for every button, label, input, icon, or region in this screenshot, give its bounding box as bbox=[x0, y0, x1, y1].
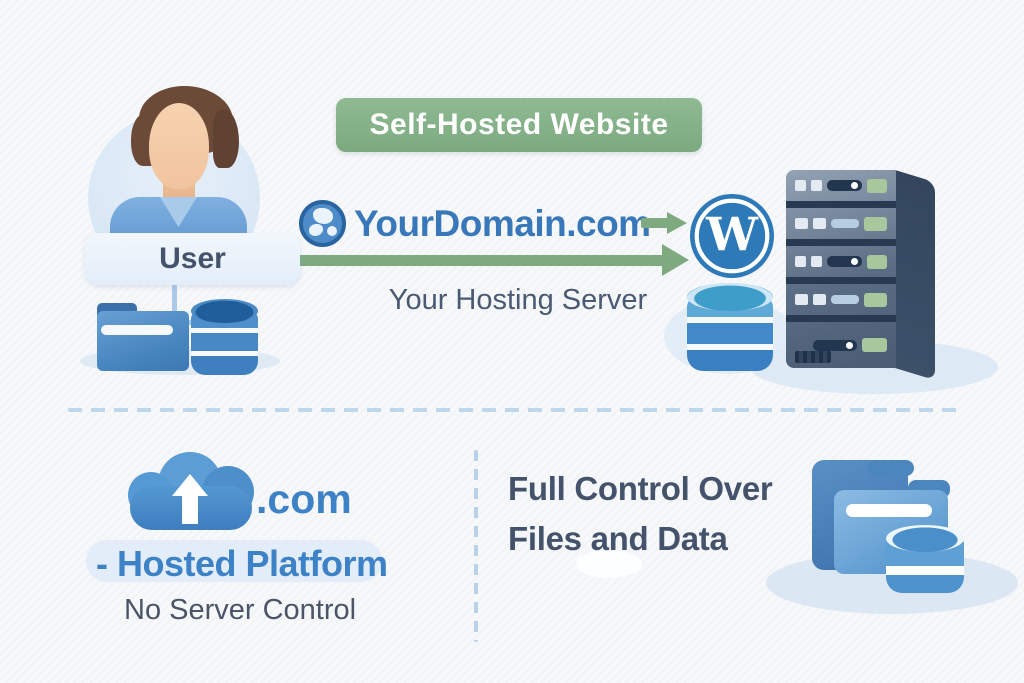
server-drive-bar bbox=[830, 295, 859, 304]
globe-icon bbox=[299, 200, 346, 247]
decorative-blob bbox=[576, 550, 642, 578]
globe-continent bbox=[313, 208, 333, 224]
dotcom-label: .com bbox=[256, 476, 352, 522]
user-label: User bbox=[85, 233, 300, 285]
server-port bbox=[795, 256, 807, 267]
connector-line-vertical bbox=[172, 284, 177, 329]
database-bucket-icon bbox=[886, 525, 964, 593]
server-port bbox=[811, 180, 823, 191]
user-avatar-face bbox=[149, 103, 209, 189]
server-led bbox=[867, 254, 887, 269]
server-led bbox=[867, 178, 887, 193]
server-side-panel bbox=[895, 170, 935, 381]
globe-continent bbox=[327, 226, 337, 236]
upload-arrow-stem bbox=[182, 494, 198, 524]
server-divider bbox=[786, 277, 896, 284]
server-led bbox=[863, 216, 887, 231]
server-rack-unit bbox=[786, 284, 896, 315]
server-port bbox=[812, 294, 826, 305]
server-port bbox=[795, 218, 808, 229]
server-led bbox=[863, 292, 887, 307]
server-rack-unit bbox=[786, 208, 896, 239]
wordpress-icon: W bbox=[690, 194, 774, 278]
no-server-control-label: No Server Control bbox=[124, 594, 357, 626]
arrow-right-icon-small bbox=[641, 218, 669, 228]
folder-tab bbox=[868, 460, 914, 476]
folder-icon-user bbox=[97, 303, 189, 371]
folder-stripe bbox=[846, 504, 932, 517]
server-drive-bar bbox=[830, 219, 859, 228]
database-icon-server bbox=[687, 283, 773, 371]
flow-arrow-line bbox=[272, 255, 664, 266]
server-port bbox=[795, 294, 808, 305]
server-divider bbox=[786, 201, 896, 208]
full-control-line2: Files and Data bbox=[508, 520, 728, 557]
hosting-server-label: Your Hosting Server bbox=[388, 284, 648, 316]
wordpress-logo-svg: W bbox=[690, 194, 774, 278]
server-port bbox=[812, 218, 826, 229]
folder-stripe bbox=[101, 325, 173, 335]
upload-arrow-icon bbox=[172, 474, 208, 496]
platform-highlight-pill bbox=[86, 540, 382, 582]
database-top bbox=[687, 283, 773, 311]
server-front-panel bbox=[786, 170, 896, 368]
hosted-platform-label: - Hosted Platform bbox=[96, 543, 388, 584]
vertical-divider bbox=[474, 450, 478, 642]
horizontal-divider bbox=[68, 408, 958, 412]
server-rack-unit bbox=[786, 246, 896, 277]
self-hosted-banner: Self-Hosted Website bbox=[336, 98, 702, 152]
database-top bbox=[191, 299, 258, 323]
server-port bbox=[795, 180, 807, 191]
server-led bbox=[862, 338, 887, 352]
server-divider bbox=[786, 315, 896, 322]
server-vent bbox=[795, 351, 831, 363]
database-top bbox=[886, 525, 964, 552]
server-rack-unit bbox=[786, 170, 896, 201]
arrow-right-icon-small-head bbox=[667, 212, 687, 234]
server-rack-unit bbox=[786, 322, 896, 368]
full-control-text: Full Control Over Files and Data bbox=[508, 464, 773, 564]
server-port bbox=[811, 256, 823, 267]
server-drive-bar bbox=[827, 256, 863, 267]
server-divider bbox=[786, 239, 896, 246]
database-icon-user bbox=[191, 299, 258, 375]
server-drive-bar bbox=[827, 180, 863, 191]
cloud-upload-icon bbox=[128, 452, 254, 530]
folder-body bbox=[97, 311, 189, 371]
domain-text: YourDomain.com bbox=[354, 203, 651, 244]
server-drive-bar bbox=[813, 339, 857, 351]
globe-continent bbox=[309, 224, 323, 236]
full-control-line1: Full Control Over bbox=[508, 470, 773, 507]
flow-arrow-head bbox=[662, 244, 689, 276]
wordpress-letter: W bbox=[705, 207, 759, 261]
